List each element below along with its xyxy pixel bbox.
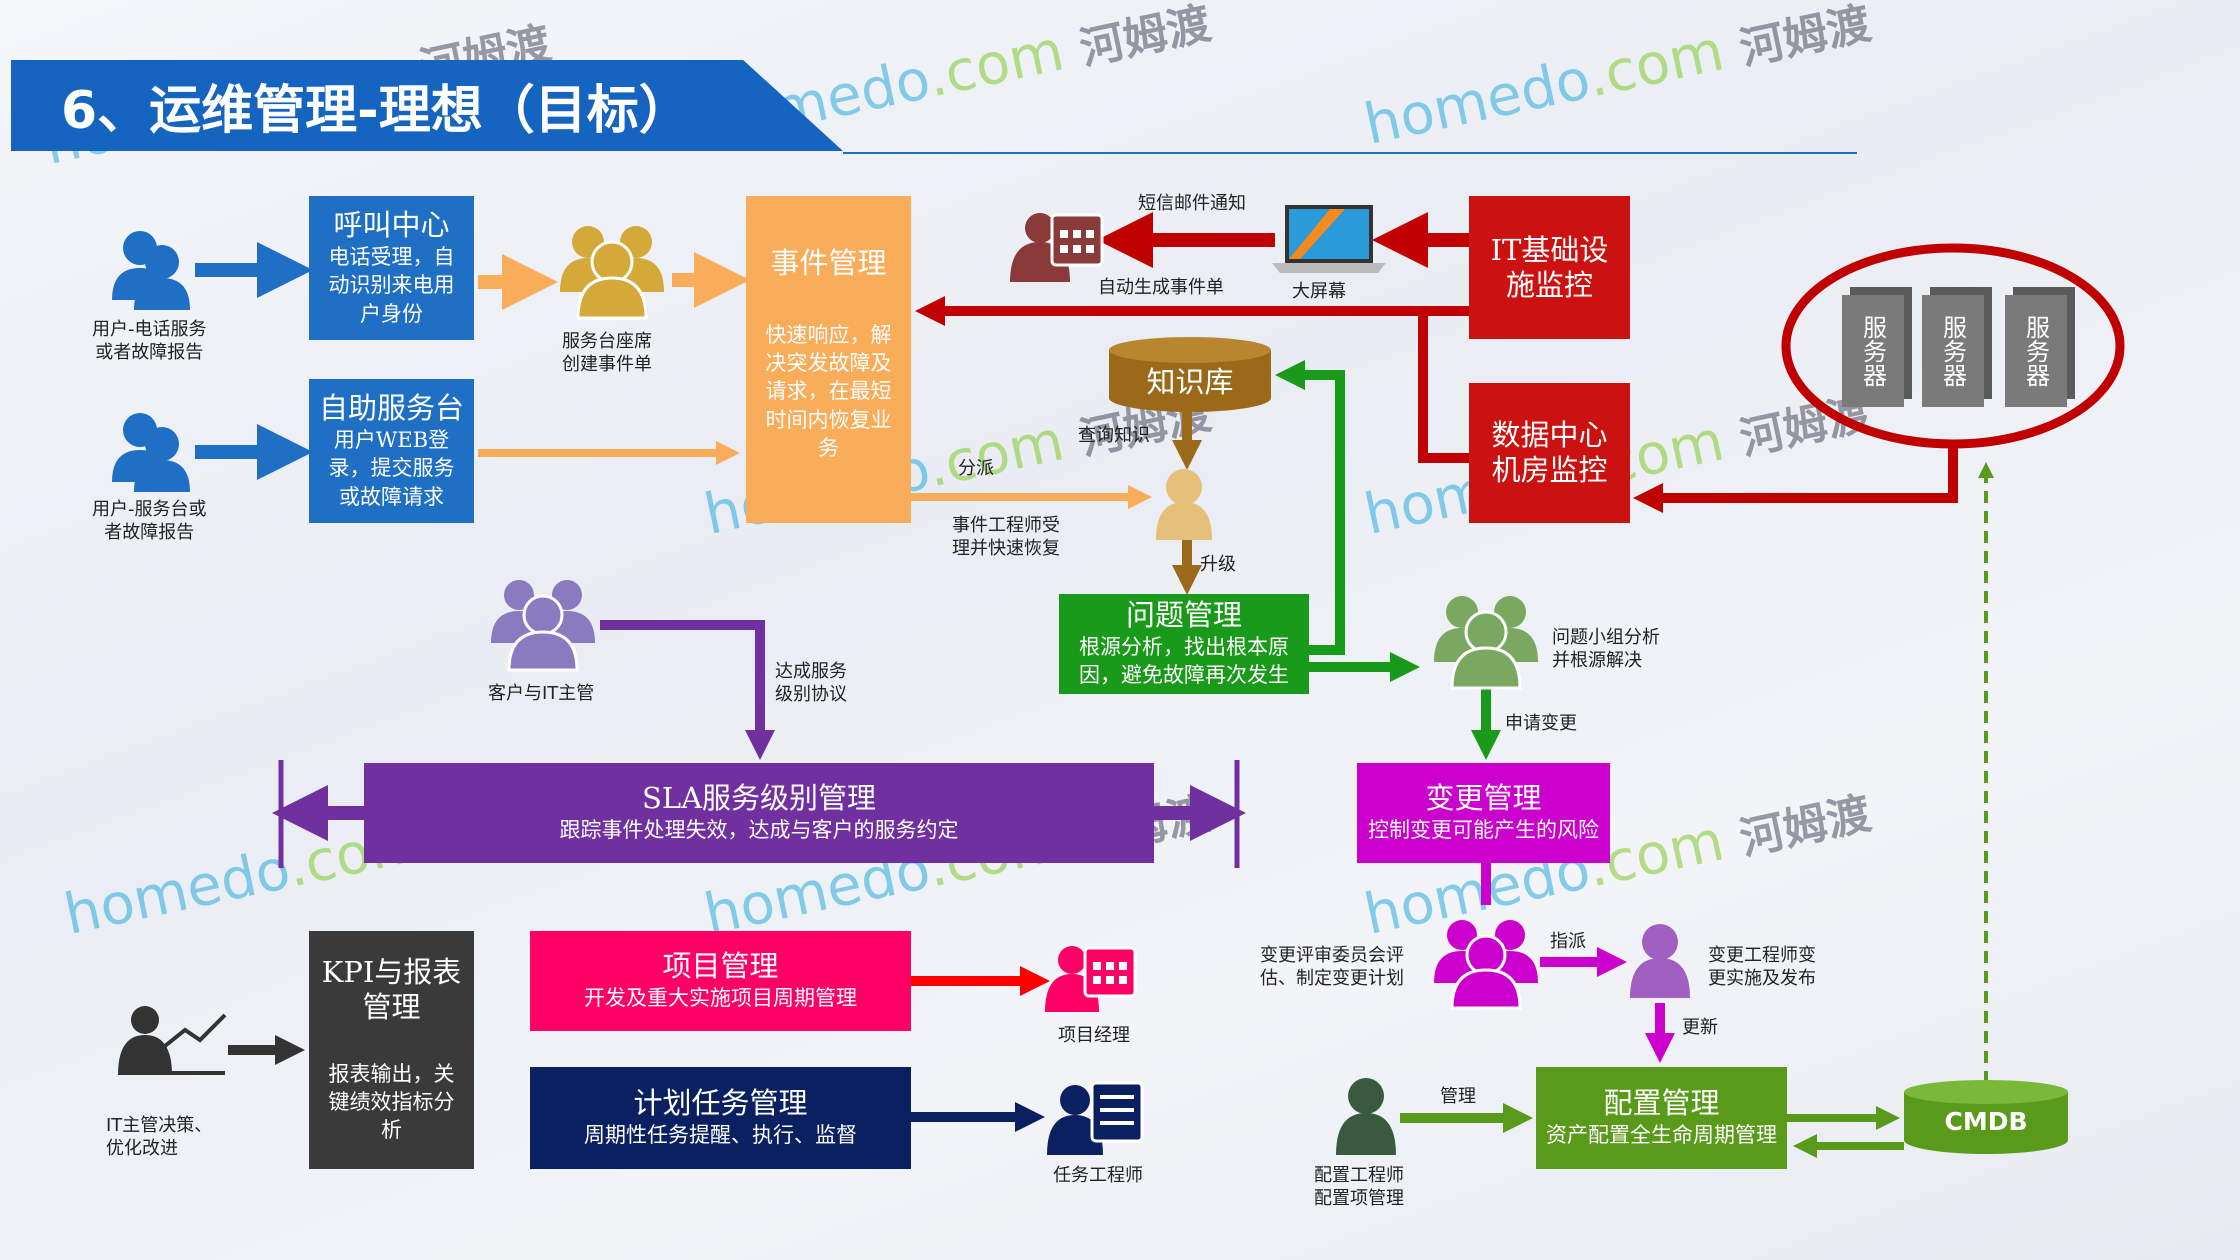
sla-management-box: SLA服务级别管理跟踪事件处理失效，达成与客户的服务约定 <box>364 763 1154 863</box>
person-calendar-icon <box>1010 213 1104 282</box>
user-phone-label: 用户-电话服务 或者故障报告 <box>92 319 207 364</box>
problem-team-label: 问题小组分析 并根源解决 <box>1552 627 1660 672</box>
change-engineer-label: 变更工程师变 更实施及发布 <box>1708 945 1816 990</box>
page-title: 6、运维管理-理想（目标） <box>11 60 843 151</box>
customer-it-label: 客户与IT主管 <box>488 683 595 704</box>
project-manager-label: 项目经理 <box>1058 1025 1130 1046</box>
cab-label: 变更评审委员会评 估、制定变更计划 <box>1260 945 1404 990</box>
team-icon <box>491 580 595 672</box>
engineer-icon <box>1156 469 1212 540</box>
desk-agent-label: 服务台座席 创建事件单 <box>562 331 652 376</box>
config-management-box: 配置管理资产配置全生命周期管理 <box>1536 1067 1787 1169</box>
change-engineer-icon <box>1630 924 1690 998</box>
project-management-box: 项目管理开发及重大实施项目周期管理 <box>530 931 911 1031</box>
user-group-icon <box>112 231 190 310</box>
it-manager-label: IT主管决策、 优化改进 <box>106 1115 213 1160</box>
edge-label-update: 更新 <box>1682 1017 1718 1038</box>
edge-label-escalate: 升级 <box>1200 554 1236 575</box>
servers-ring <box>1781 243 2125 449</box>
edge-label-auto-ticket: 自动生成事件单 <box>1098 277 1224 298</box>
user-desk-label: 用户-服务台或 者故障报告 <box>92 499 207 544</box>
incident-management-box: 事件管理快速响应，解决突发故障及请求，在最短时间内恢复业务 <box>746 196 911 523</box>
config-engineer-label: 配置工程师 配置项管理 <box>1314 1165 1404 1210</box>
cmdb-cylinder <box>1904 1080 2068 1154</box>
big-screen-label: 大屏幕 <box>1292 281 1346 302</box>
laptop-icon <box>1272 205 1386 273</box>
edge-label-query: 查询知识 <box>1078 425 1150 446</box>
incident-engineer-label: 事件工程师受 理并快速恢复 <box>952 515 1060 560</box>
call-center-box: 呼叫中心电话受理，自动识别来电用户身份 <box>309 196 474 340</box>
task-engineer-icon <box>1047 1081 1144 1155</box>
change-management-box: 变更管理控制变更可能产生的风险 <box>1357 763 1610 863</box>
team-icon <box>1434 596 1538 690</box>
knowledge-base-cylinder <box>1109 337 1271 412</box>
config-engineer-icon <box>1336 1078 1396 1155</box>
server-icon: 服务器 <box>2005 295 2067 407</box>
team-icon <box>1434 920 1538 1010</box>
user-group-icon <box>112 413 190 492</box>
plan-task-box: 计划任务管理周期性任务提醒、执行、监督 <box>530 1067 911 1169</box>
arrow-servers-to-datacenter <box>1633 446 1958 513</box>
edge-label-sla: 达成服务 级别协议 <box>775 661 847 706</box>
presenter-chart-icon <box>118 1006 227 1075</box>
knowledge-base-label: 知识库 <box>1146 364 1234 399</box>
edge-label-sms: 短信邮件通知 <box>1138 193 1246 214</box>
edge-label-assign: 指派 <box>1550 931 1586 952</box>
problem-management-box: 问题管理根源分析，找出根本原因，避免故障再次发生 <box>1059 594 1309 694</box>
server-icon: 服务器 <box>1842 295 1904 407</box>
datacenter-monitor-box: 数据中心机房监控 <box>1469 383 1630 523</box>
arrow-problem-to-knowledge <box>1275 360 1345 655</box>
self-service-box: 自助服务台用户WEB登录，提交服务或故障请求 <box>309 379 474 523</box>
server-icon: 服务器 <box>1922 295 1984 407</box>
task-engineer-label: 任务工程师 <box>1053 1165 1143 1186</box>
edge-label-manage: 管理 <box>1440 1086 1476 1107</box>
arrow-sla-agree <box>600 620 775 760</box>
team-icon <box>560 226 664 320</box>
project-manager-icon <box>1045 946 1137 1012</box>
line-datacenter-link <box>1418 311 1469 463</box>
edge-label-dispatch: 分派 <box>958 458 994 479</box>
kpi-report-box: KPI与报表管理报表输出，关键绩效指标分析 <box>309 931 474 1169</box>
cmdb-label: CMDB <box>1944 1107 2028 1136</box>
it-infra-monitor-box: IT基础设施监控 <box>1469 196 1630 339</box>
edge-label-apply-change: 申请变更 <box>1505 713 1577 734</box>
